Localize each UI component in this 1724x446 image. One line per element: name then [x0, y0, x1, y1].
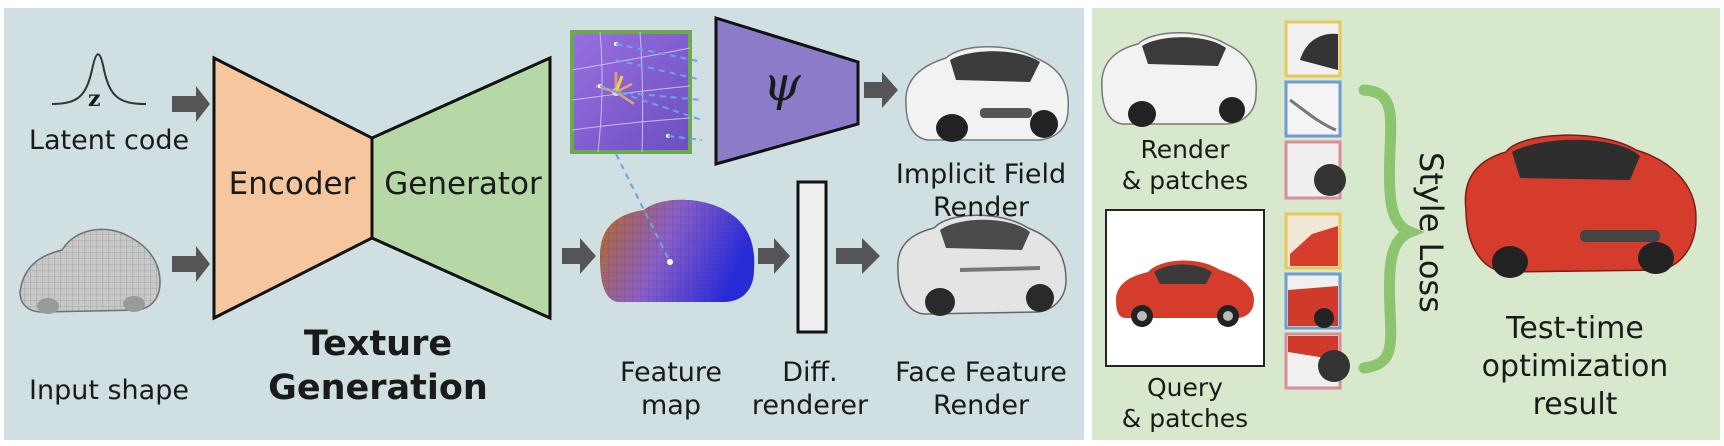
- diff-renderer-label: Diff.renderer: [751, 357, 869, 421]
- latent-code-label: Latent code: [28, 125, 190, 156]
- encoder-label: Encoder: [228, 166, 356, 202]
- gaussian-curve-icon: [51, 53, 147, 105]
- diff-renderer-block: [796, 180, 828, 334]
- style-loss-label: Style Loss: [1412, 152, 1450, 313]
- arrow-featuremap-to-renderer: [758, 238, 790, 274]
- patch-to-psi-lines: [599, 43, 703, 141]
- psi-implicit-field-block: [714, 15, 860, 166]
- result-car-red: [1464, 134, 1697, 278]
- render-car-small: [1101, 32, 1257, 127]
- query-image: [1105, 209, 1265, 367]
- patch-to-featuremap-line: [615, 153, 671, 263]
- generator-label: Generator: [384, 166, 542, 202]
- arrow-psi-to-render: [864, 72, 898, 108]
- feature-map-car: [600, 199, 755, 302]
- arrow-renderer-to-face-render: [836, 238, 880, 274]
- generator-block: [370, 55, 552, 321]
- arrow-latent-to-encoder: [172, 86, 210, 122]
- feature-patch-zoom: [570, 30, 692, 154]
- query-patches-label: Query& patches: [1121, 373, 1249, 433]
- latent-z-symbol: z: [88, 86, 101, 112]
- query-patches: [1284, 212, 1350, 390]
- arrow-shape-to-encoder: [172, 246, 210, 282]
- arrow-generator-to-featuremap: [562, 238, 596, 274]
- implicit-field-render-car: [905, 46, 1069, 142]
- style-loss-brace: [1358, 84, 1425, 374]
- input-shape-mesh-car: [19, 228, 161, 314]
- render-patches: [1284, 20, 1346, 200]
- psi-symbol: ψ: [763, 56, 801, 112]
- input-shape-label: Input shape: [29, 375, 189, 406]
- render-patches-label: Render& patches: [1121, 135, 1249, 195]
- face-feature-render-car: [897, 214, 1067, 316]
